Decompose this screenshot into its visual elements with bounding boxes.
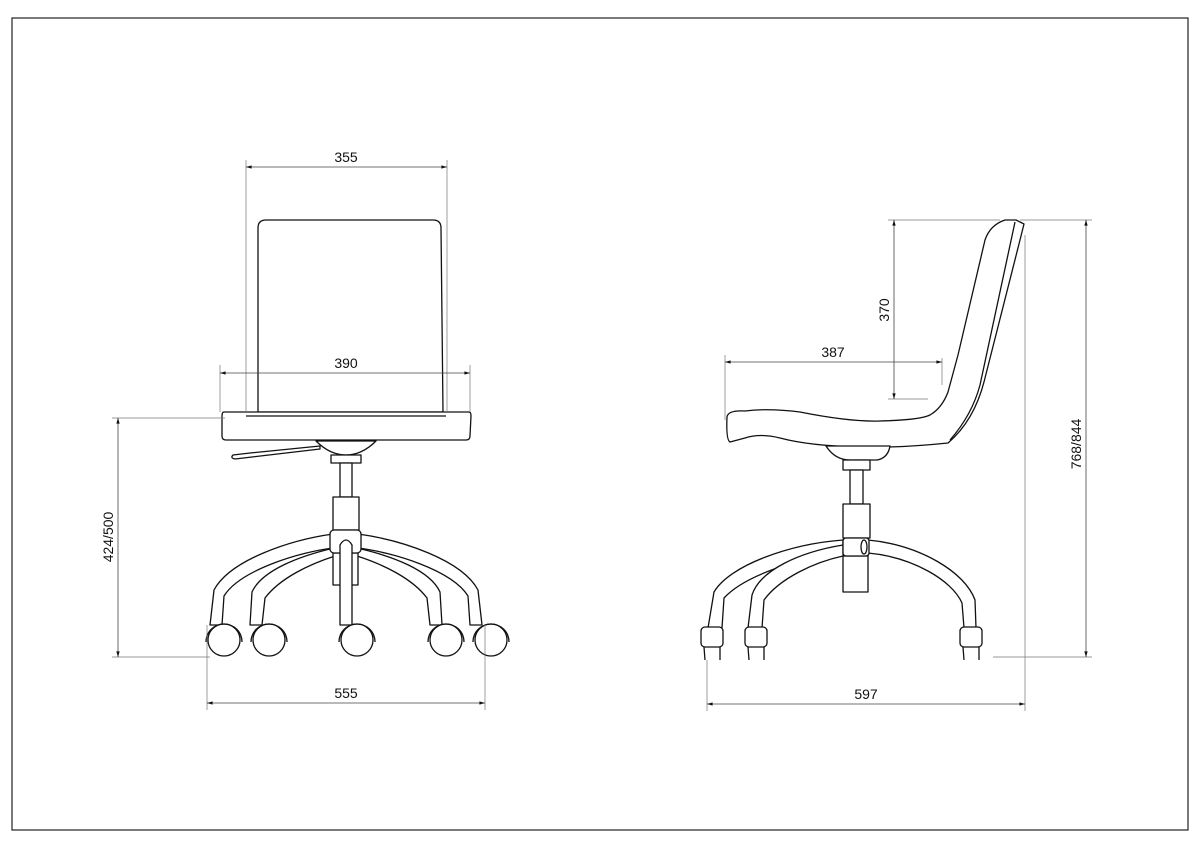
seat-shell-side <box>726 219 1025 448</box>
base-leg <box>357 533 483 626</box>
casters-front <box>205 623 510 657</box>
seat-front <box>221 411 472 441</box>
dim-total-height: 768/844 <box>1068 418 1084 469</box>
drawing-frame <box>11 17 1189 831</box>
cylinder-housing <box>332 496 360 531</box>
dim-seat-width: 390 <box>334 355 358 371</box>
cylinder-collar <box>330 454 362 464</box>
base-leg <box>356 547 443 626</box>
seat-bracket-side <box>825 445 891 461</box>
dim-seat-height: 424/500 <box>100 511 116 562</box>
backrest-front <box>257 219 444 413</box>
chair-front-view <box>205 219 510 657</box>
base-leg-side <box>867 539 977 629</box>
dim-base-width: 555 <box>334 685 358 701</box>
gas-cylinder-side <box>849 469 864 505</box>
dim-seat-depth: 387 <box>821 344 845 360</box>
chair-side-view <box>700 219 1025 661</box>
cylinder-collar-side <box>842 459 871 471</box>
height-lever <box>231 445 321 460</box>
seat-bracket <box>315 440 377 456</box>
gas-cylinder <box>339 462 353 498</box>
dim-back-height: 370 <box>876 298 892 322</box>
front-dimensions: 355 390 424/500 555 <box>100 149 486 710</box>
base-hub-side <box>842 537 870 557</box>
base-lower-tube-side <box>842 555 869 593</box>
side-dimensions: 370 387 768/844 597 <box>706 219 1092 711</box>
base-leg-side <box>747 544 844 629</box>
dim-back-width: 355 <box>334 149 358 165</box>
base-leg-center <box>339 539 353 626</box>
casters-side <box>700 626 983 661</box>
cylinder-housing-side <box>842 503 871 539</box>
dim-base-depth: 597 <box>854 686 878 702</box>
